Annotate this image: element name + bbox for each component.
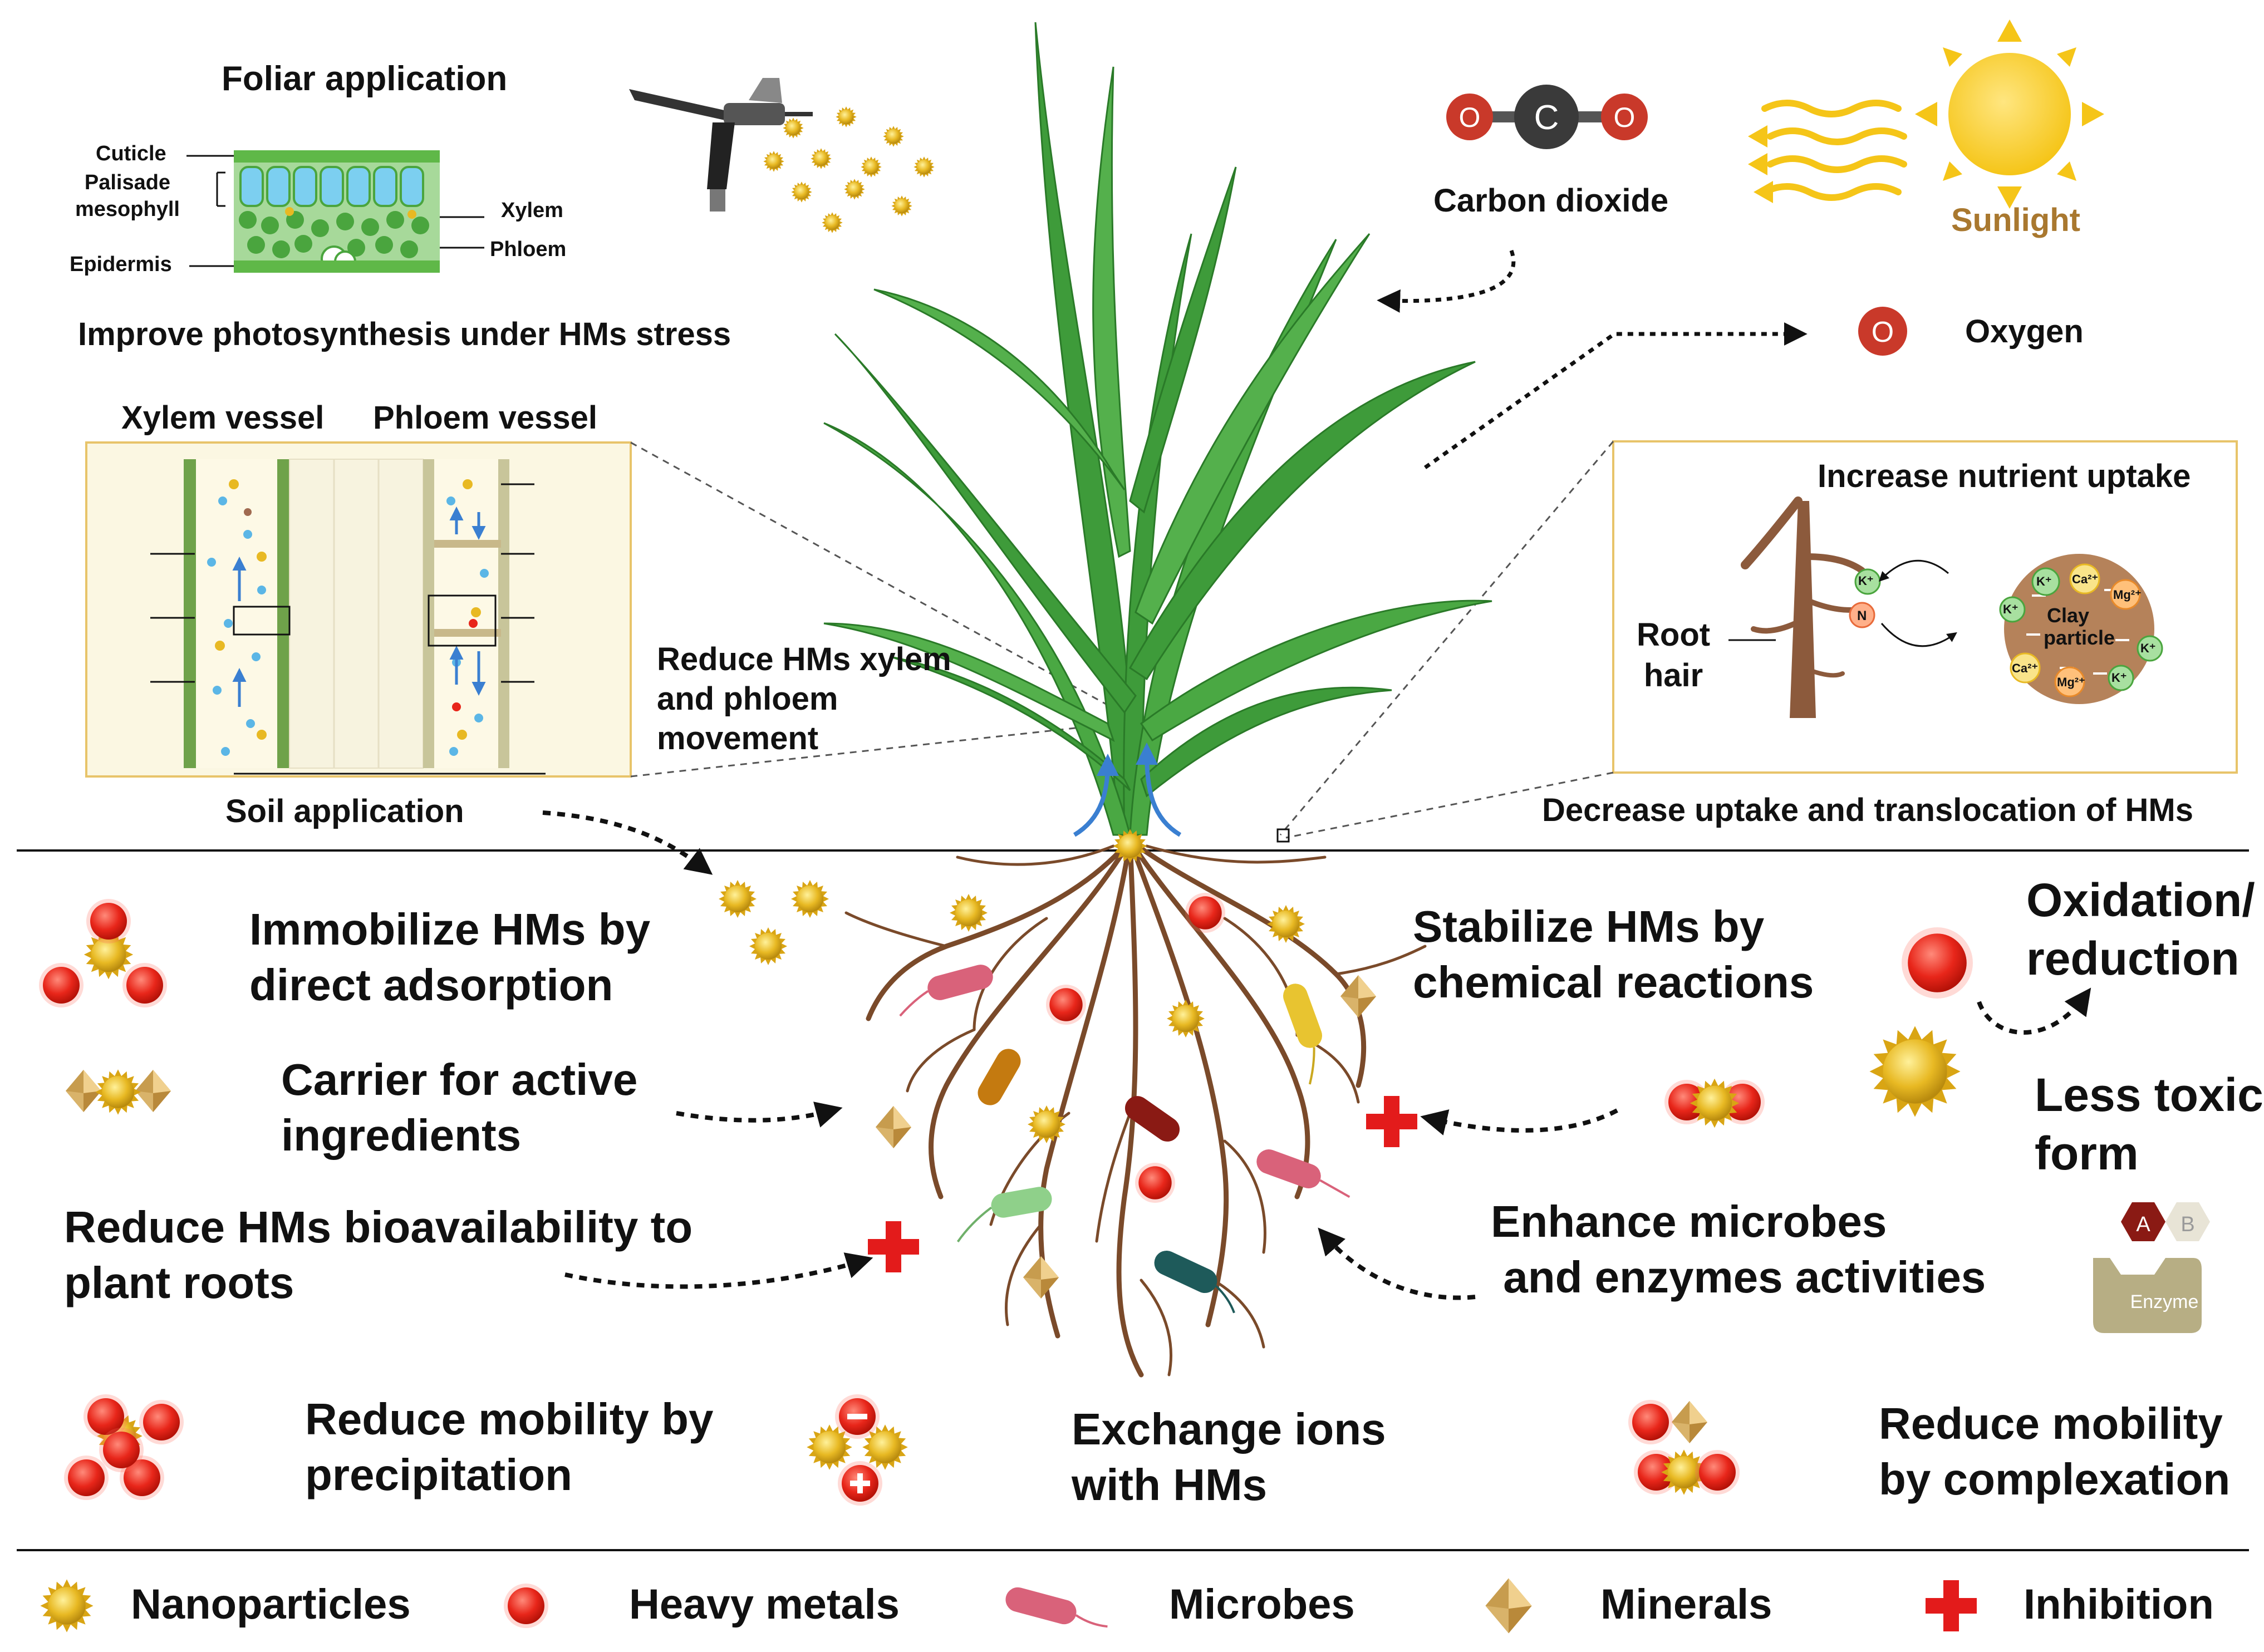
ion-n-root: N: [1857, 608, 1867, 623]
nutrient-title: Increase nutrient uptake: [1818, 458, 2191, 494]
inhibition-mark-stabilize: [1366, 1096, 1417, 1147]
cuticle-label: Cuticle: [96, 142, 166, 165]
enzyme-b-label: B: [2180, 1213, 2194, 1236]
nutrient-callout-bottom: [1285, 771, 1614, 839]
ion-k-clay4: K⁺: [2111, 671, 2127, 685]
immobilize-text: Immobilize HMs by direct adsorption: [249, 904, 651, 1010]
sun-icon: [1915, 19, 2104, 209]
ion-exchange-icon: [807, 1394, 908, 1506]
root-hair-label: Root hair: [1637, 617, 1711, 694]
precipitation-icon: [64, 1394, 184, 1500]
stabilize-icon: [1664, 1078, 1765, 1128]
legend-inhibition: Inhibition: [2024, 1581, 2214, 1628]
clay-label-line1: Clay: [2047, 604, 2089, 627]
root-marker: [1276, 828, 1290, 843]
legend-minerals: Minerals: [1600, 1581, 1772, 1628]
oxidation-text: Oxidation/ reduction: [2026, 874, 2255, 985]
photosynthesis-text: Improve photosynthesis under HMs stress: [78, 316, 731, 352]
co2-label: Carbon dioxide: [1433, 183, 1669, 219]
soil-microbes: [899, 965, 1350, 1314]
legend-nanoparticles: Nanoparticles: [131, 1581, 411, 1628]
phloem-vessel-label: Phloem vessel: [373, 400, 597, 436]
oxidation-icons: [1869, 927, 1973, 1117]
nutrient-callout-top: [1279, 441, 1614, 835]
legend-microbes: Microbes: [1169, 1581, 1355, 1628]
oxidation-arrow: [1977, 987, 2091, 1035]
bioavailability-arrow: [564, 1252, 873, 1289]
soil-application-arrow: [542, 810, 713, 875]
carrier-text: Carrier for active ingredients: [281, 1055, 638, 1160]
decrease-text: Decrease uptake and translocation of HMs: [1542, 792, 2193, 828]
inhibition-mark-bioavailability: [868, 1221, 919, 1272]
carrier-icon: [66, 1069, 171, 1115]
ion-mg-clay1: Mg²⁺: [2113, 588, 2142, 602]
phloem-label: Phloem: [490, 238, 567, 261]
palisade-label: Palisade mesophyll: [75, 171, 180, 221]
sun-rays: [1761, 100, 1907, 201]
enhance-arrow: [1318, 1227, 1476, 1300]
stabilize-text: Stabilize HMs by chemical reactions: [1413, 902, 1814, 1007]
ion-k-clay3: K⁺: [2140, 641, 2156, 655]
enzyme-a-label: A: [2136, 1213, 2150, 1236]
leaf-cross-section: [186, 150, 484, 273]
ion-k-clay1: K⁺: [2036, 574, 2052, 588]
sunlight-label: Sunlight: [1951, 202, 2080, 238]
immobilize-cluster-icon: [39, 899, 167, 1007]
co2-arrow: [1377, 249, 1516, 313]
legend-nanoparticle-icon: [40, 1579, 94, 1633]
legend-heavy-metal-icon: [504, 1584, 548, 1628]
enzyme-icon: A B Enzyme: [2093, 1202, 2210, 1333]
sprayer: [629, 78, 813, 212]
epidermis-label: Epidermis: [70, 253, 172, 276]
reduce-movement-text: Reduce HMs xylem and phloem movement: [657, 641, 951, 756]
xylem-vessel-label: Xylem vessel: [121, 400, 325, 436]
ion-ca-clay1: Ca²⁺: [2072, 572, 2099, 586]
ion-k-root: K⁺: [1858, 574, 1874, 588]
bioavailability-text: Reduce HMs bioavailability to plant root…: [64, 1202, 693, 1307]
vessel-callout-bottom: [630, 722, 1117, 778]
oxygen-label: Oxygen: [1965, 313, 2084, 350]
vessel-inset: [85, 441, 632, 778]
co2-molecule: O C O: [1446, 85, 1648, 149]
ion-k-clay2: K⁺: [2003, 602, 2019, 616]
exchange-text: Exchange ions with HMs: [1072, 1404, 1386, 1510]
complexation-text: Reduce mobility by complexation: [1879, 1399, 2231, 1504]
legend-mineral-icon: [1485, 1578, 1532, 1634]
oxygen-atom-icon: [1858, 307, 1907, 356]
oxygen-atom-label: O: [1872, 316, 1894, 348]
co2-atom-o1: O: [1459, 102, 1481, 133]
root-nanoparticle: [1113, 829, 1147, 863]
ion-ca-clay2: Ca²⁺: [2012, 661, 2039, 675]
nutrient-inset: [1612, 440, 2238, 774]
less-toxic-text: Less toxic form: [2035, 1069, 2263, 1179]
legend-heavy-metals: Heavy metals: [629, 1581, 900, 1628]
carrier-arrow: [676, 1102, 843, 1128]
xylem-label: Xylem: [501, 199, 563, 222]
precipitation-text: Reduce mobility by precipitation: [305, 1394, 714, 1499]
plant: [823, 22, 1492, 836]
soil-application-label: Soil application: [225, 793, 464, 829]
stabilize-arrow: [1420, 1108, 1618, 1135]
clay-label-line2: particle: [2044, 626, 2115, 649]
legend-inhibition-icon: [1926, 1580, 1977, 1631]
co2-atom-c: C: [1534, 99, 1559, 137]
vessel-callout-top: [630, 441, 1117, 711]
plant-uptake-arrows: [1073, 743, 1182, 837]
spray-particles: [763, 106, 935, 233]
complexation-icon: [1628, 1400, 1740, 1495]
legend-microbe-icon: [1005, 1587, 1108, 1628]
co2-atom-o2: O: [1614, 102, 1636, 133]
enzyme-label: Enzyme: [2130, 1291, 2199, 1312]
enhance-text: Enhance microbes and enzymes activities: [1491, 1197, 1986, 1302]
foliar-title: Foliar application: [222, 60, 508, 98]
ion-mg-clay2: Mg²⁺: [2057, 675, 2085, 689]
